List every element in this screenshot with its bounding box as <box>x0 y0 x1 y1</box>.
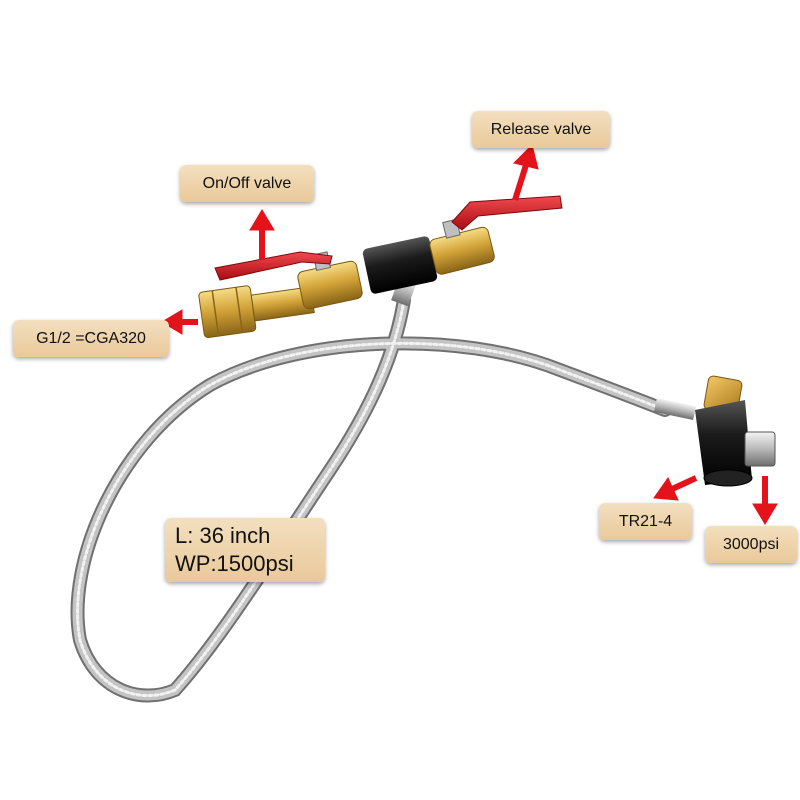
hose-end-fitting <box>653 397 697 421</box>
release-valve-label: Release valve <box>472 111 610 148</box>
arrow-release-valve <box>512 144 539 201</box>
pressure-rating-label: 3000psi <box>705 526 797 563</box>
on-off-valve-handle <box>214 251 333 281</box>
hose-length-text: L: 36 inch <box>175 523 271 548</box>
on-off-valve-label: On/Off valve <box>180 165 314 202</box>
tr21-4-connector <box>695 375 776 487</box>
hose-spec-label: L: 36 inch WP:1500psi <box>165 518 325 582</box>
arrow-on-off-valve <box>249 209 275 260</box>
braided-hose <box>70 293 672 703</box>
arrow-inlet-thread <box>161 309 198 335</box>
hose-working-pressure-text: WP:1500psi <box>175 551 294 576</box>
release-ball-valve <box>429 218 495 275</box>
release-valve-handle <box>451 195 563 231</box>
arrow-outlet-thread <box>653 475 698 501</box>
outlet-thread-label: TR21-4 <box>599 503 692 540</box>
inlet-adapter <box>198 285 315 339</box>
tee-connector <box>362 236 438 294</box>
inlet-thread-label: G1/2 =CGA320 <box>13 320 169 357</box>
arrow-pressure-rating <box>752 476 778 525</box>
